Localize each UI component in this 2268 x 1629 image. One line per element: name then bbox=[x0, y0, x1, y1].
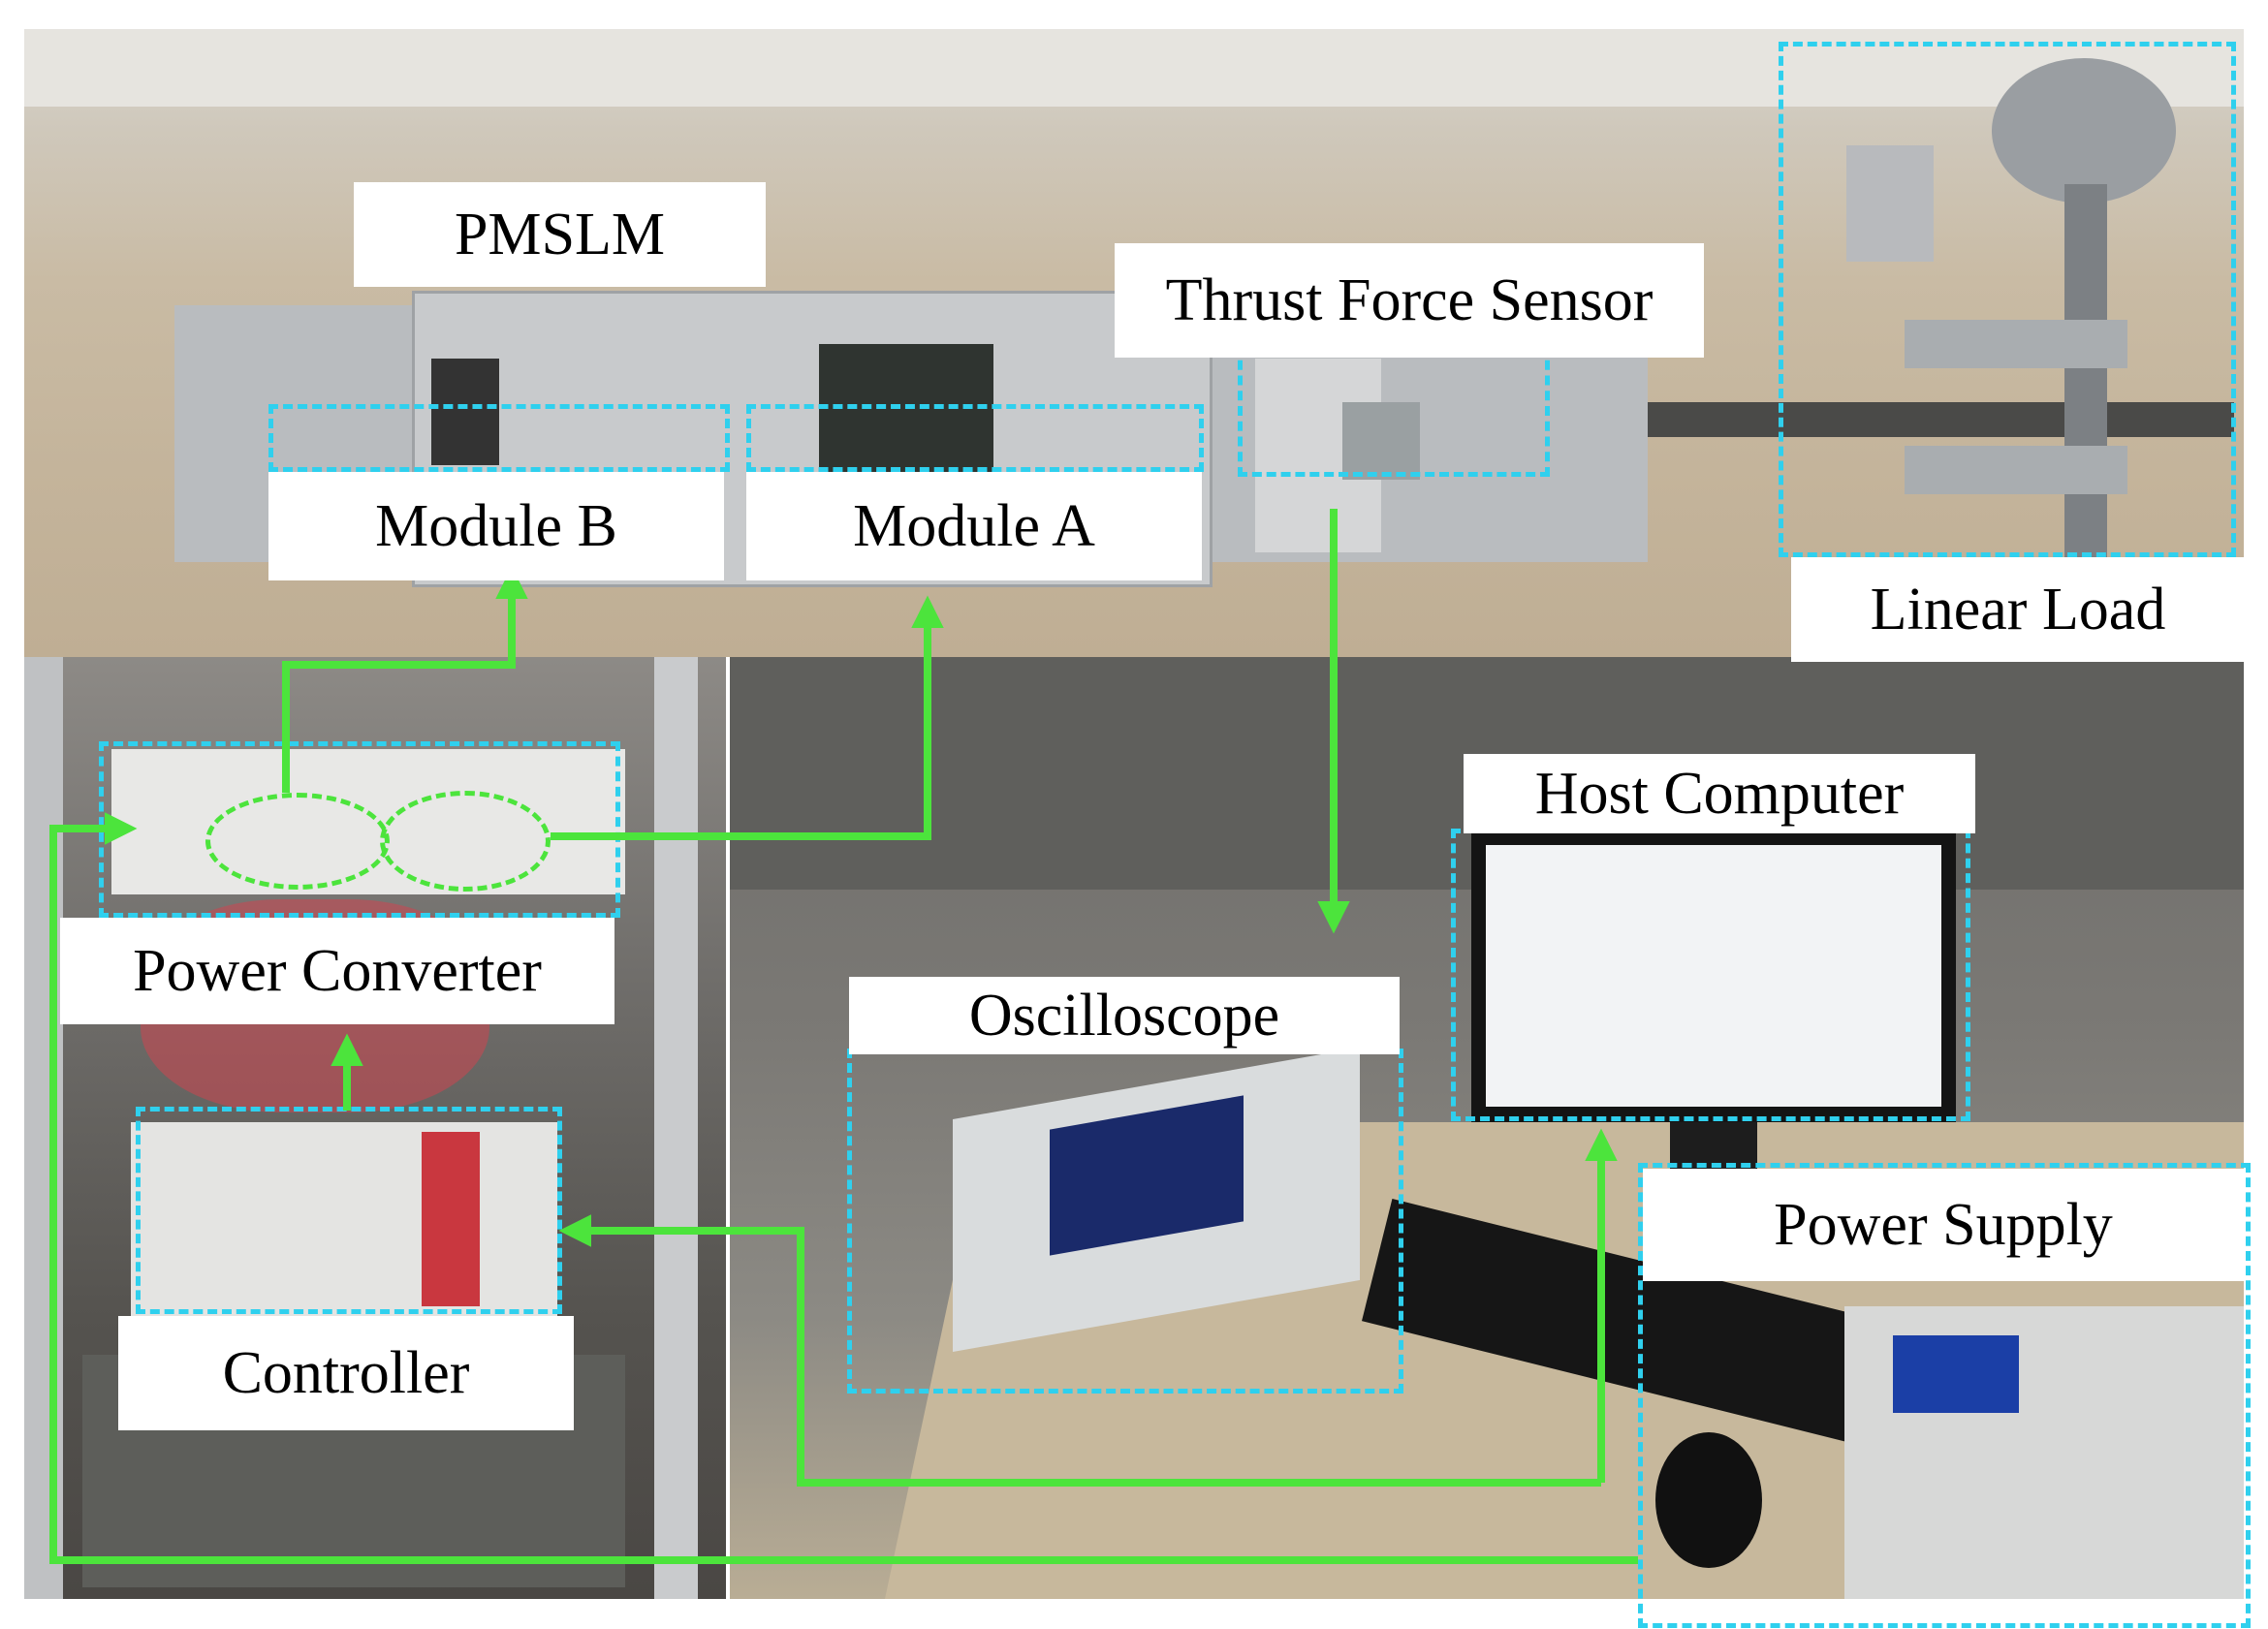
load-gear-wheel bbox=[1992, 58, 2176, 204]
module-b-box bbox=[268, 404, 730, 472]
pmslm-label: PMSLM bbox=[354, 182, 766, 287]
arrow-converter-to-module-b bbox=[282, 566, 528, 793]
arrow-supply-to-converter bbox=[49, 812, 1638, 1564]
oscilloscope-label: Oscilloscope bbox=[849, 977, 1400, 1054]
module-b-coils bbox=[431, 359, 499, 465]
power-converter-label: Power Converter bbox=[60, 918, 614, 1024]
load-bearing-lower bbox=[1905, 446, 2127, 494]
controller-red-module bbox=[422, 1132, 480, 1306]
module-b-label: Module B bbox=[268, 472, 724, 580]
load-frame bbox=[1846, 145, 1934, 262]
power-supply-box bbox=[1638, 1163, 2251, 1628]
load-bearing-upper bbox=[1905, 320, 2127, 368]
mouse bbox=[1655, 1432, 1762, 1568]
power-supply-display bbox=[1893, 1335, 2019, 1413]
power-supply-label: Power Supply bbox=[1643, 1169, 2244, 1281]
rack-photo bbox=[24, 657, 726, 1599]
bench-photo bbox=[730, 657, 2244, 1599]
module-a-label: Module A bbox=[746, 472, 1202, 580]
converter-group-a-ellipse bbox=[380, 791, 551, 892]
rack-post-right bbox=[654, 657, 698, 1599]
thrust-force-sensor-label: Thrust Force Sensor bbox=[1115, 243, 1704, 358]
controller-label: Controller bbox=[118, 1316, 574, 1430]
host-computer-label: Host Computer bbox=[1464, 754, 1975, 833]
arrow-host-to-controller bbox=[558, 1214, 1601, 1487]
controller-chassis bbox=[131, 1122, 557, 1316]
linear-load-label: Linear Load bbox=[1791, 557, 2245, 662]
arrow-converter-to-module-a bbox=[551, 595, 944, 840]
linear-load-box bbox=[1779, 42, 2236, 557]
module-a-box bbox=[746, 404, 1204, 472]
monitor-screen bbox=[1486, 845, 1941, 1107]
sensor-body bbox=[1342, 402, 1420, 480]
